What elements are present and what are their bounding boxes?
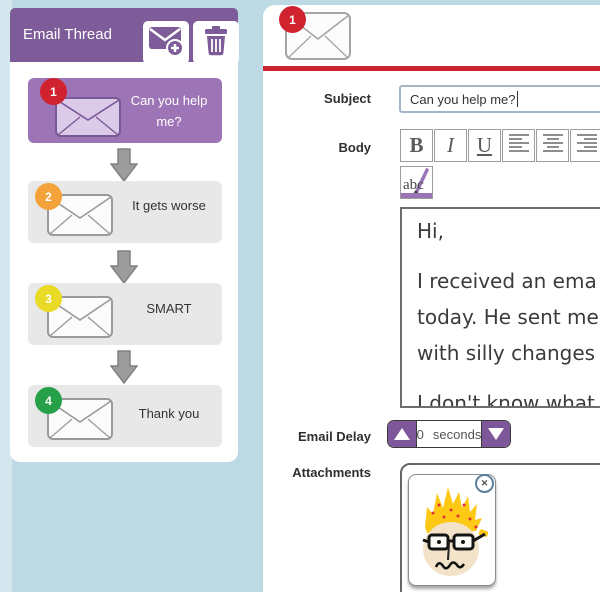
arrow-up-icon xyxy=(393,428,410,440)
close-icon: ✕ xyxy=(480,478,489,488)
highlight-bar xyxy=(401,193,432,198)
bold-button[interactable]: B xyxy=(400,129,433,162)
attachment-thumbnail-card[interactable] xyxy=(408,474,496,586)
arrow-down-icon xyxy=(109,350,139,385)
align-center-icon xyxy=(542,132,564,160)
delay-increase-button[interactable] xyxy=(388,421,416,447)
subject-input[interactable]: Can you help me? xyxy=(399,85,600,113)
thread-list-panel: 1 Can you help me? 2 It gets worse xyxy=(10,62,238,462)
align-center-button[interactable] xyxy=(536,129,569,162)
add-email-button[interactable] xyxy=(143,21,189,64)
delay-unit: seconds xyxy=(432,426,482,442)
delay-value-field[interactable]: 0 seconds xyxy=(415,421,483,447)
divider-line xyxy=(263,66,600,71)
left-edge-strip xyxy=(0,0,12,592)
sidebar-title: Email Thread xyxy=(23,26,112,43)
thread-item-2[interactable]: 2 It gets worse xyxy=(28,181,222,243)
email-number-badge: 4 xyxy=(35,387,62,414)
body-blank-line xyxy=(417,371,600,385)
body-text-line: I received an ema xyxy=(417,269,597,293)
arrow-down-icon xyxy=(109,250,139,285)
delay-decrease-button[interactable] xyxy=(482,421,510,447)
attachments-label: Attachments xyxy=(292,465,371,480)
subject-label: Subject xyxy=(324,91,371,106)
arrow-down-icon xyxy=(109,148,139,183)
thread-item-3[interactable]: 3 SMART xyxy=(28,283,222,345)
remove-attachment-button[interactable]: ✕ xyxy=(475,474,494,493)
email-number-badge: 2 xyxy=(35,183,62,210)
arrow-down-icon xyxy=(488,428,505,440)
thread-item-subject: Can you help me? xyxy=(130,93,208,129)
align-right-icon xyxy=(576,132,598,160)
current-email-number-badge: 1 xyxy=(279,6,306,33)
thread-item-1[interactable]: 1 Can you help me? xyxy=(28,78,222,143)
sidebar-header: Email Thread xyxy=(10,8,239,64)
text-caret xyxy=(516,91,518,107)
delay-value: 0 xyxy=(416,426,424,442)
body-text-line: today. He sent me xyxy=(417,305,599,329)
email-number-badge: 1 xyxy=(40,78,67,105)
thread-item-subject: It gets worse xyxy=(132,198,206,213)
envelope-icon xyxy=(47,296,113,343)
align-left-icon xyxy=(508,132,530,160)
envelope-icon xyxy=(55,97,121,142)
thread-item-4[interactable]: 4 Thank you xyxy=(28,385,222,447)
email-delay-label: Email Delay xyxy=(298,429,371,444)
body-label: Body xyxy=(338,140,372,155)
email-number-badge: 3 xyxy=(35,285,62,312)
underline-button[interactable]: U xyxy=(468,129,501,162)
spellcheck-abc-label: abc xyxy=(403,177,424,193)
body-textarea[interactable]: Hi, I received an ema today. He sent me … xyxy=(400,207,600,408)
body-blank-line xyxy=(417,249,600,263)
body-text-line: Hi, xyxy=(417,219,444,243)
delete-email-button[interactable] xyxy=(193,21,239,64)
spellcheck-button[interactable]: abc xyxy=(400,166,433,199)
trash-icon xyxy=(203,26,229,59)
email-delay-stepper: 0 seconds xyxy=(387,420,511,448)
thread-item-subject: SMART xyxy=(146,301,192,316)
align-left-button[interactable] xyxy=(502,129,535,162)
add-email-icon xyxy=(148,25,184,60)
italic-button[interactable]: I xyxy=(434,129,467,162)
thread-item-subject: Thank you xyxy=(138,406,200,421)
body-text-line: I don't know what xyxy=(417,391,595,408)
subject-value: Can you help me? xyxy=(410,91,516,107)
align-right-button[interactable] xyxy=(570,129,600,162)
body-text-line: with silly changes xyxy=(417,341,596,365)
